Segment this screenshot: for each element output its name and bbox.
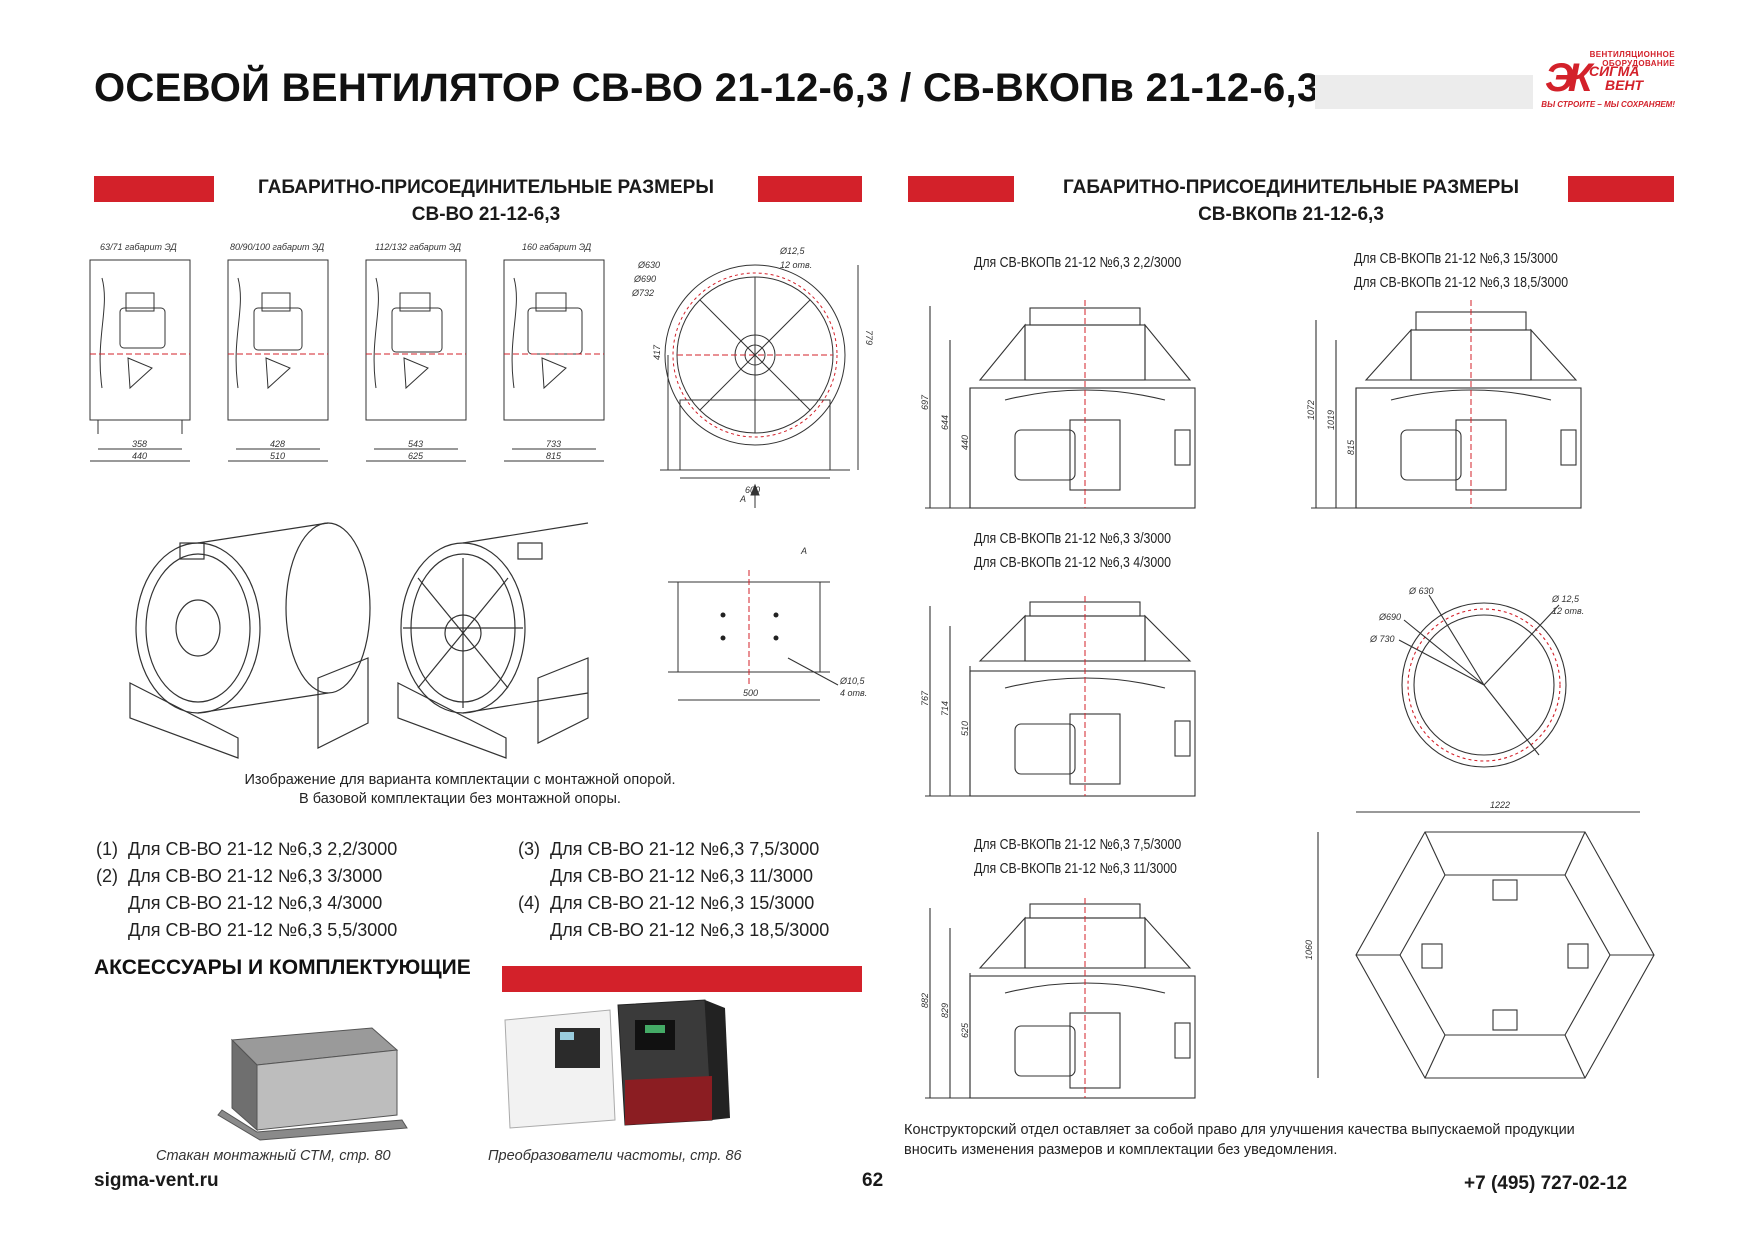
variant-item: (4)Для СВ-ВО 21-12 №6,3 15/3000 bbox=[518, 893, 815, 913]
view-2-dim-outer: 510 bbox=[270, 451, 285, 461]
flange-drawing: Ø 630 Ø690 Ø 730 Ø 12,5 12 отв. bbox=[1354, 580, 1634, 780]
roof-4-h3: 625 bbox=[960, 1022, 970, 1038]
front-holes: Ø12,5 bbox=[779, 246, 806, 256]
front-width: 600 bbox=[745, 485, 760, 495]
image-caption: Изображение для варианта комплектации с … bbox=[244, 772, 676, 807]
flange-d1: Ø 630 bbox=[1408, 586, 1434, 596]
front-arrow-label: A bbox=[739, 494, 746, 504]
bottom-view-label: A bbox=[800, 546, 807, 556]
view-4-label: 160 габарит ЭД bbox=[522, 242, 592, 252]
front-height-total: 779 bbox=[864, 330, 874, 345]
roof-fan-4-drawing: 882 829 625 bbox=[920, 898, 1260, 1103]
roof-2-label-1: Для СВ-ВКОПв 21-12 №6,3 15/3000 bbox=[1354, 251, 1558, 267]
phone-number[interactable]: +7 (495) 727-02-12 bbox=[1464, 1173, 1628, 1194]
plan-height: 1060 bbox=[1304, 940, 1314, 960]
roof-4-h1: 882 bbox=[920, 993, 930, 1008]
logo-slogan: ВЫ СТРОИТЕ – МЫ СОХРАНЯЕМ! bbox=[1541, 100, 1675, 109]
view-1-dim-inner: 358 bbox=[132, 439, 147, 449]
variant-item: Для СВ-ВО 21-12 №6,3 11/3000 bbox=[550, 866, 813, 886]
view-2-dim-inner: 428 bbox=[270, 439, 285, 449]
front-height-axis: 417 bbox=[652, 344, 662, 360]
roof-2-h3: 815 bbox=[1346, 439, 1356, 455]
roof-fan-1-drawing: 697 644 440 bbox=[920, 300, 1260, 515]
view-3-label: 112/132 габарит ЭД bbox=[375, 242, 462, 252]
section-bar-left-b bbox=[758, 176, 862, 202]
roof-fan-2-drawing: 1072 1019 815 bbox=[1306, 300, 1646, 515]
variants-right-list: (3)Для СВ-ВО 21-12 №6,3 7,5/3000 Для СВ-… bbox=[518, 836, 829, 944]
flange-d2: Ø690 bbox=[1378, 612, 1401, 622]
title-grey-bar bbox=[1315, 75, 1533, 109]
flange-holes-count: 12 отв. bbox=[1552, 606, 1584, 616]
roof-3-label-1: Для СВ-ВКОПв 21-12 №6,3 3/3000 bbox=[974, 531, 1171, 547]
view-4-dim-outer: 815 bbox=[546, 451, 562, 461]
variant-item: (1)Для СВ-ВО 21-12 №6,3 2,2/3000 bbox=[96, 839, 398, 859]
view-2-label: 80/90/100 габарит ЭД bbox=[230, 242, 325, 252]
roof-3-label-2: Для СВ-ВКОПв 21-12 №6,3 4/3000 bbox=[974, 555, 1171, 571]
roof-3-h2: 714 bbox=[940, 701, 950, 716]
front-holes-count: 12 отв. bbox=[780, 260, 812, 270]
logo-mark-icon: ЭК bbox=[1545, 56, 1592, 100]
roof-2-h2: 1019 bbox=[1326, 410, 1336, 430]
variant-item: Для СВ-ВО 21-12 №6,3 4/3000 bbox=[128, 893, 383, 913]
website-link[interactable]: sigma-vent.ru bbox=[94, 1170, 219, 1191]
roof-4-label-1: Для СВ-ВКОПв 21-12 №6,3 7,5/3000 bbox=[974, 837, 1182, 853]
variant-item: (3)Для СВ-ВО 21-12 №6,3 7,5/3000 bbox=[518, 839, 820, 859]
front-d1: Ø630 bbox=[637, 260, 660, 270]
flange-holes: Ø 12,5 bbox=[1551, 594, 1580, 604]
section-bar-right-b bbox=[1568, 176, 1674, 202]
roof-1-h3: 440 bbox=[960, 435, 970, 450]
roof-4-label-2: Для СВ-ВКОПв 21-12 №6,3 11/3000 bbox=[974, 861, 1177, 877]
section-bar-left-a bbox=[94, 176, 214, 202]
accessories-bar bbox=[502, 966, 862, 992]
accessories-heading: АКСЕССУАРЫ И КОМПЛЕКТУЮЩИЕ bbox=[94, 956, 471, 979]
logo-name-1: СИГМА bbox=[1589, 63, 1640, 79]
accessory-caption-2: Преобразователи частоты, стр. 86 bbox=[488, 1148, 742, 1164]
front-d2: Ø690 bbox=[633, 274, 656, 284]
page-title: ОСЕВОЙ ВЕНТИЛЯТОР СВ-ВО 21-12-6,3 / СВ-В… bbox=[94, 66, 1320, 110]
roof-fan-3-drawing: 767 714 510 bbox=[920, 596, 1260, 801]
page-number: 62 bbox=[862, 1170, 884, 1191]
mounting-base-image bbox=[212, 1020, 412, 1141]
plan-view-drawing: 1222 1060 bbox=[1300, 800, 1660, 1090]
left-section-heading: ГАБАРИТНО-ПРИСОЕДИНИТЕЛЬНЫЕ РАЗМЕРЫ СВ-В… bbox=[258, 177, 714, 225]
bottom-view-holes-count: 4 отв. bbox=[840, 688, 867, 698]
frequency-converters-image bbox=[500, 999, 760, 1140]
view-3-dim-inner: 543 bbox=[408, 439, 423, 449]
disclaimer-note: Конструкторский отдел оставляет за собой… bbox=[904, 1122, 1575, 1158]
section-bar-right-a bbox=[908, 176, 1014, 202]
view-4-dim-inner: 733 bbox=[546, 439, 561, 449]
view-1-label: 63/71 габарит ЭД bbox=[100, 242, 177, 252]
roof-3-h1: 767 bbox=[920, 690, 930, 706]
isometric-views-drawing bbox=[118, 518, 598, 759]
bottom-view-holes: Ø10,5 bbox=[839, 676, 866, 686]
roof-4-h2: 829 bbox=[940, 1003, 950, 1018]
flange-d3: Ø 730 bbox=[1369, 634, 1395, 644]
view-3-dim-outer: 625 bbox=[408, 451, 424, 461]
view-1-dim-outer: 440 bbox=[132, 451, 147, 461]
variant-item: Для СВ-ВО 21-12 №6,3 18,5/3000 bbox=[550, 920, 830, 940]
roof-1-h2: 644 bbox=[940, 415, 950, 430]
side-views-drawing: 63/71 габарит ЭД 80/90/100 габарит ЭД 11… bbox=[89, 238, 650, 468]
logo-name-2: ВЕНТ bbox=[1605, 77, 1644, 93]
front-view-drawing: Ø630 Ø690 Ø732 Ø12,5 12 отв. 779 417 600… bbox=[630, 240, 874, 510]
roof-2-label-2: Для СВ-ВКОПв 21-12 №6,3 18,5/3000 bbox=[1354, 275, 1569, 291]
roof-1-label: Для СВ-ВКОПв 21-12 №6,3 2,2/3000 bbox=[974, 255, 1182, 271]
plan-width: 1222 bbox=[1490, 800, 1510, 810]
front-d3: Ø732 bbox=[631, 288, 654, 298]
bottom-view-width: 500 bbox=[743, 688, 758, 698]
variant-item: Для СВ-ВО 21-12 №6,3 5,5/3000 bbox=[128, 920, 398, 940]
roof-1-h1: 697 bbox=[920, 394, 930, 410]
roof-3-h3: 510 bbox=[960, 721, 970, 736]
variants-left-list: (1)Для СВ-ВО 21-12 №6,3 2,2/3000 (2)Для … bbox=[96, 836, 397, 944]
accessory-caption-1: Стакан монтажный СТМ, стр. 80 bbox=[156, 1148, 391, 1164]
variant-item: (2)Для СВ-ВО 21-12 №6,3 3/3000 bbox=[96, 866, 383, 886]
bottom-view-drawing: A 500 Ø10,5 4 отв. bbox=[668, 540, 878, 710]
roof-2-h1: 1072 bbox=[1306, 400, 1316, 420]
right-section-heading: ГАБАРИТНО-ПРИСОЕДИНИТЕЛЬНЫЕ РАЗМЕРЫ СВ-В… bbox=[1063, 177, 1519, 225]
